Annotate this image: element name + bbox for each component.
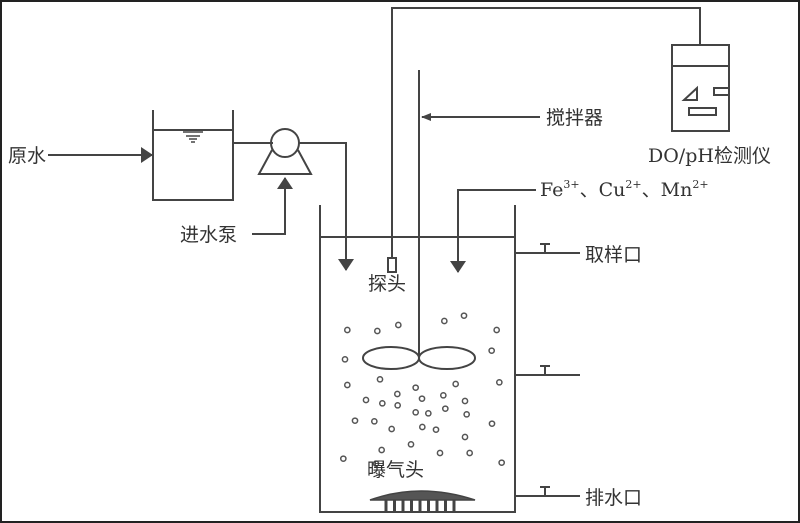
bubble — [495, 378, 503, 386]
stirrer-label: 搅拌器 — [546, 107, 603, 129]
head-tank — [152, 110, 234, 201]
bubble — [339, 455, 347, 463]
bubble — [370, 417, 378, 425]
sampling-port-label: 取样口 — [585, 244, 642, 266]
bubble — [407, 440, 415, 448]
impeller-blade-right — [418, 346, 476, 370]
pump-icon — [257, 128, 313, 175]
bubble — [412, 384, 420, 392]
bubble — [452, 380, 460, 388]
impeller-blade-left — [362, 346, 420, 370]
water-level-icon — [183, 131, 203, 143]
bubble — [461, 433, 469, 441]
inflow-pipe — [299, 142, 354, 271]
bubble — [424, 409, 432, 417]
reactor-tank — [319, 205, 516, 513]
raw-water-label: 原水 — [8, 145, 46, 167]
probe-cable — [391, 7, 701, 258]
bubble — [378, 399, 386, 407]
bubble — [378, 446, 386, 454]
bubble — [493, 326, 501, 334]
bubble — [460, 312, 468, 320]
drain-port — [515, 486, 580, 497]
pump-pointer — [252, 177, 293, 235]
drain-port-label: 排水口 — [585, 487, 642, 509]
bubble — [436, 449, 444, 457]
bubble — [439, 391, 447, 399]
aerator-label: 曝气头 — [367, 459, 424, 481]
bubble — [388, 425, 396, 433]
bubble — [351, 417, 359, 425]
bubble — [488, 420, 496, 428]
bubble — [341, 355, 349, 363]
do-ph-meter — [671, 44, 730, 132]
meter-label: DO/pH检测仪 — [648, 145, 771, 167]
bubble — [362, 396, 370, 404]
bubble — [372, 460, 380, 468]
bubble — [373, 327, 381, 335]
metal-ions-label: Fe3+、Cu2+、Mn2+ — [540, 178, 709, 201]
bubble — [394, 401, 402, 409]
bubble — [432, 426, 440, 434]
aerator-head — [369, 490, 476, 511]
bubble — [440, 317, 448, 325]
bubble — [412, 408, 420, 416]
bubble — [394, 321, 402, 329]
bubble — [463, 410, 471, 418]
bubble — [376, 375, 384, 383]
bubble — [418, 395, 426, 403]
bubble — [343, 381, 351, 389]
dosing-arrow — [450, 189, 536, 273]
inlet-pump-label: 进水泵 — [180, 224, 237, 246]
bubble — [343, 326, 351, 334]
air-bubbles — [339, 312, 506, 468]
sampling-port — [515, 243, 580, 254]
bubble — [393, 390, 401, 398]
probe — [387, 257, 397, 273]
bubble — [441, 405, 449, 413]
bubble — [466, 449, 474, 457]
middle-port — [515, 365, 580, 376]
bubble — [498, 459, 506, 467]
probe-label: 探头 — [368, 273, 406, 295]
bubble — [461, 397, 469, 405]
bubble — [418, 423, 426, 431]
bubble — [488, 347, 496, 355]
